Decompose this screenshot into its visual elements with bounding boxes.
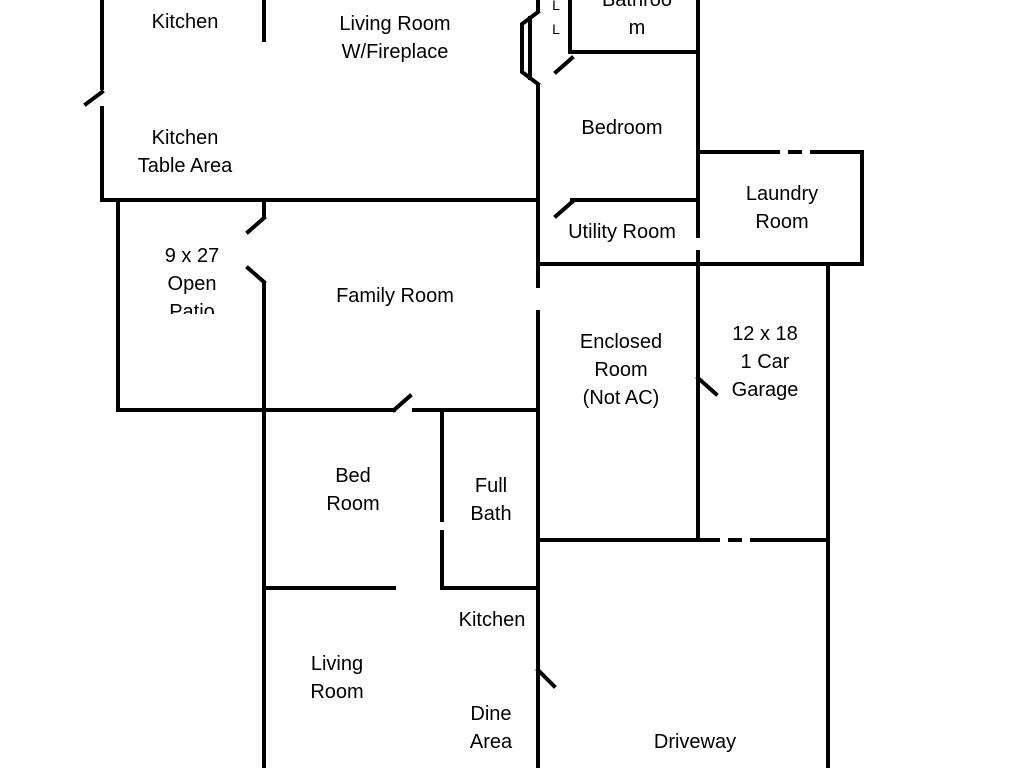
room-label-dine-area: Dine Area — [469, 703, 513, 753]
room-label-full-bath: Full Bath — [470, 475, 512, 525]
door — [391, 393, 413, 413]
door — [535, 667, 557, 689]
room-label-utility-room: Utility Room — [568, 221, 676, 243]
door — [695, 375, 719, 397]
door — [553, 199, 575, 219]
room-label-bedroom: Bedroom — [581, 117, 663, 139]
room-label-bathroom: Bathroo m — [601, 0, 673, 39]
wall-mark: L — [552, 0, 560, 13]
wall-mark: L — [552, 21, 560, 37]
door — [245, 265, 267, 285]
room-label-garage: 12 x 18 1 Car Garage — [731, 323, 799, 401]
room-label-open-patio: 9 x 27 Open Patio — [164, 245, 220, 314]
room-label-kitchen-bottom: Kitchen — [458, 609, 526, 631]
walls — [83, 0, 864, 768]
door — [83, 89, 105, 107]
room-label-bed-room: Bed Room — [326, 465, 380, 515]
door — [245, 215, 267, 235]
room-label-enclosed-room: Enclosed Room (Not AC) — [579, 331, 663, 409]
room-label-family-room: Family Room — [336, 285, 454, 307]
room-label-laundry-room: Laundry Room — [745, 183, 819, 233]
room-label-kitchen-top: Kitchen — [151, 11, 219, 33]
room-label-kitchen-table-area: Kitchen Table Area — [137, 127, 233, 177]
door — [553, 55, 575, 75]
room-label-living-room-bottom: Living Room — [310, 653, 364, 703]
room-label-living-room-fireplace: Living Room W/Fireplace — [339, 13, 451, 63]
room-label-driveway: Driveway — [653, 731, 737, 753]
